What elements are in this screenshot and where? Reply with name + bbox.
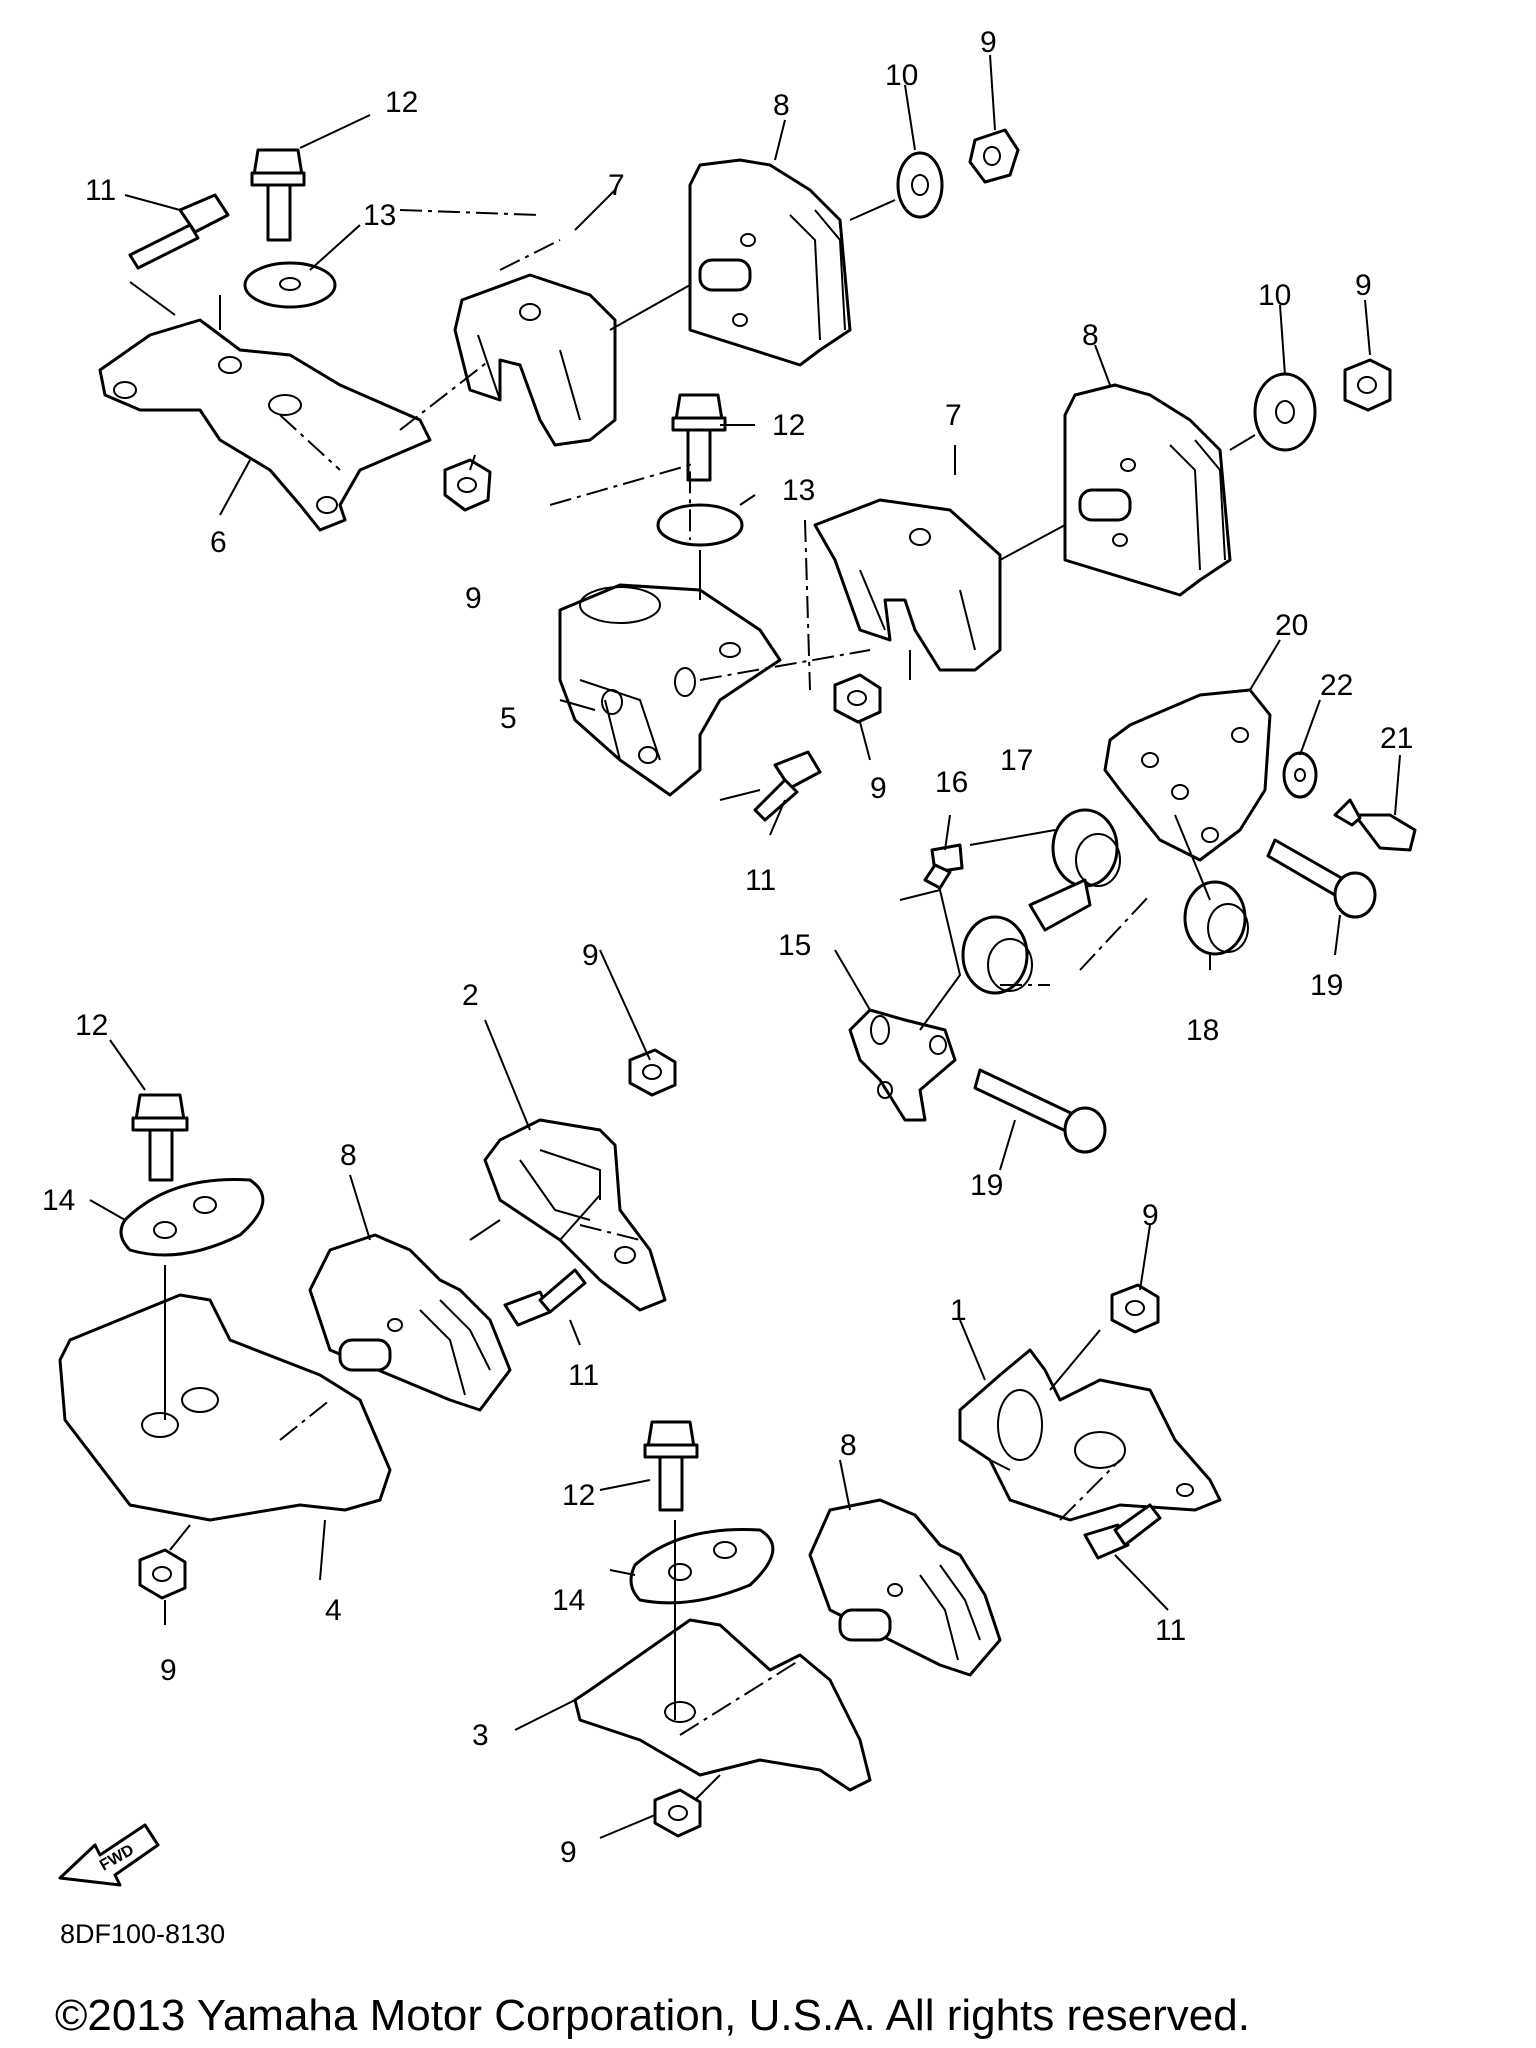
plate-14-lower-left bbox=[119, 1178, 265, 1257]
bracket-3 bbox=[573, 1618, 872, 1792]
callout-19-b: 19 bbox=[970, 1169, 1003, 1202]
nut-9-middle-right bbox=[1343, 358, 1392, 412]
nut-9-upper-left bbox=[443, 458, 492, 512]
nut-9-lower-left-bottom bbox=[138, 1548, 187, 1600]
callout-9-h: 9 bbox=[560, 1836, 577, 1869]
callout-9-f: 9 bbox=[160, 1654, 177, 1687]
nut-9-upper-right bbox=[968, 128, 1020, 184]
callout-3: 3 bbox=[472, 1719, 489, 1752]
bracket-20 bbox=[1103, 688, 1272, 862]
callout-19-a: 19 bbox=[1310, 969, 1343, 1002]
callout-8-c: 8 bbox=[340, 1139, 357, 1172]
callout-8-a: 8 bbox=[773, 89, 790, 122]
callout-12-a: 12 bbox=[385, 86, 418, 119]
callout-7-b: 7 bbox=[945, 399, 962, 432]
nut-9-lower-right-top bbox=[1110, 1283, 1160, 1334]
part-code: 8DF100-8130 bbox=[60, 1919, 225, 1949]
copyright-notice: ©2013 Yamaha Motor Corporation, U.S.A. A… bbox=[55, 1991, 1250, 2040]
bolt-12-lower-left bbox=[131, 1093, 189, 1182]
callout-11-d: 11 bbox=[1155, 1614, 1186, 1647]
callout-10-a: 10 bbox=[885, 59, 918, 92]
bolt-19-upper bbox=[1266, 838, 1377, 919]
screw-11-upper bbox=[128, 193, 230, 270]
callout-14-b: 14 bbox=[552, 1584, 585, 1617]
callout-labels: 12 11 13 7 8 10 9 6 9 12 13 7 8 10 9 5 1… bbox=[42, 26, 1413, 1869]
callout-20: 20 bbox=[1275, 609, 1308, 642]
callout-18: 18 bbox=[1186, 1014, 1219, 1047]
callout-9-a: 9 bbox=[980, 26, 997, 59]
screw-11-lower-right bbox=[1083, 1503, 1162, 1560]
bracket-6 bbox=[98, 318, 432, 532]
bracket-7-middle bbox=[813, 498, 1002, 672]
callout-14-a: 14 bbox=[42, 1184, 75, 1217]
callout-9-d: 9 bbox=[870, 772, 887, 805]
nut-9-lower-right-bottom bbox=[653, 1788, 702, 1838]
callout-15: 15 bbox=[778, 929, 811, 962]
callout-11-b: 11 bbox=[745, 864, 776, 897]
mount-8-lower-right bbox=[808, 1498, 1002, 1677]
callout-9-g: 9 bbox=[1142, 1199, 1159, 1232]
bushing-18 bbox=[1183, 880, 1249, 956]
callout-1: 1 bbox=[950, 1294, 967, 1327]
bolt-12-upper bbox=[250, 148, 306, 242]
bolt-12-middle bbox=[671, 393, 727, 482]
callout-4: 4 bbox=[325, 1594, 342, 1627]
callout-9-b: 9 bbox=[465, 582, 482, 615]
callout-11-a: 11 bbox=[85, 174, 116, 207]
callout-9-c: 9 bbox=[1355, 269, 1372, 302]
mount-8-lower-left bbox=[308, 1233, 512, 1412]
callout-11-c: 11 bbox=[568, 1359, 599, 1392]
bolt-12-lower-right bbox=[643, 1420, 699, 1512]
washer-22 bbox=[1282, 751, 1318, 799]
fwd-arrow-icon: FWD bbox=[58, 1823, 160, 1887]
bolt-21 bbox=[1333, 798, 1417, 852]
bracket-5 bbox=[558, 583, 782, 797]
mount-8-upper bbox=[688, 158, 852, 367]
callout-13-b: 13 bbox=[782, 474, 815, 507]
callout-8-d: 8 bbox=[840, 1429, 857, 1462]
screw-16 bbox=[923, 843, 964, 890]
callout-12-d: 12 bbox=[562, 1479, 595, 1512]
callout-22: 22 bbox=[1320, 669, 1353, 702]
callout-8-b: 8 bbox=[1082, 319, 1099, 352]
washer-13-upper bbox=[243, 261, 337, 309]
nut-9-lower-left-top bbox=[628, 1048, 677, 1097]
nut-9-middle bbox=[833, 673, 882, 724]
bracket-1 bbox=[958, 1348, 1222, 1522]
callout-21: 21 bbox=[1380, 722, 1413, 755]
callout-17: 17 bbox=[1000, 744, 1033, 777]
bushing-17 bbox=[961, 808, 1121, 995]
plate-14-lower-right bbox=[629, 1527, 775, 1605]
callout-6: 6 bbox=[210, 526, 227, 559]
screw-11-lower-left bbox=[503, 1268, 587, 1327]
callout-13-a: 13 bbox=[363, 199, 396, 232]
callout-5: 5 bbox=[500, 702, 517, 735]
bracket-4 bbox=[58, 1293, 392, 1522]
washer-10-middle bbox=[1253, 372, 1317, 452]
screw-11-middle bbox=[753, 750, 822, 822]
callout-7-a: 7 bbox=[608, 169, 625, 202]
washer-10-upper bbox=[896, 151, 944, 219]
callout-12-c: 12 bbox=[75, 1009, 108, 1042]
bolt-19-lower bbox=[973, 1068, 1107, 1154]
bracket-7-upper bbox=[453, 273, 617, 447]
callout-10-b: 10 bbox=[1258, 279, 1291, 312]
bracket-15 bbox=[848, 1008, 957, 1122]
bracket-2 bbox=[483, 1118, 667, 1312]
callout-9-e: 9 bbox=[582, 939, 599, 972]
callout-16: 16 bbox=[935, 766, 968, 799]
mount-8-middle bbox=[1063, 383, 1232, 597]
callout-2: 2 bbox=[462, 979, 479, 1012]
washer-13-middle bbox=[656, 503, 744, 547]
callout-12-b: 12 bbox=[772, 409, 805, 442]
